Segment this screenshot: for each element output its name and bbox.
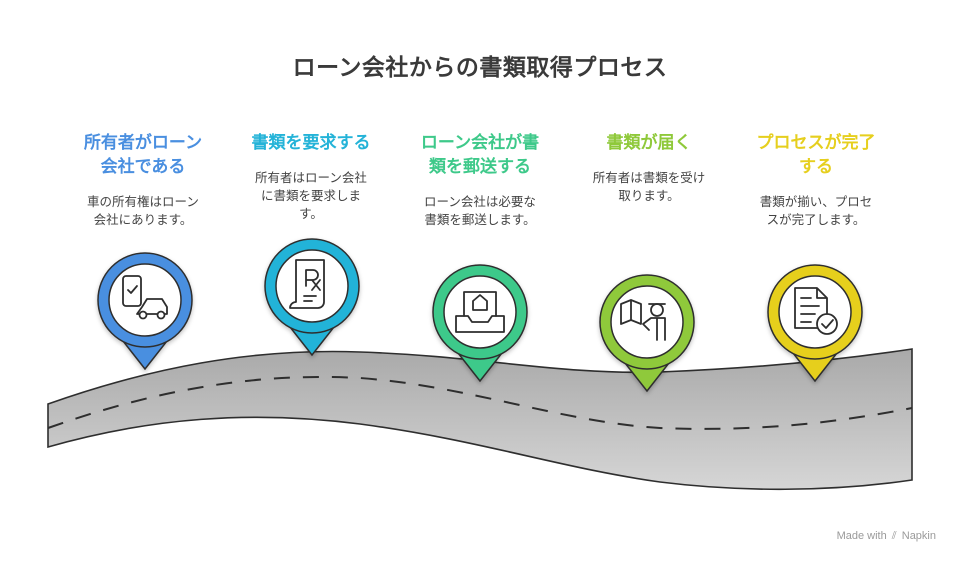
step-description: 所有者は書類を受け 取ります。	[592, 170, 706, 203]
step-description: ローン会社は必要な 書類を郵送します。	[424, 194, 536, 227]
location-pin-1	[97, 252, 193, 371]
napkin-logo-icon: ⫽	[891, 530, 897, 542]
step-title: プロセスが完了 する	[756, 133, 876, 177]
brand-label: Napkin	[901, 530, 936, 542]
location-pin-4	[599, 274, 695, 393]
road-center-line	[47, 375, 913, 430]
step-title: 書類が届く	[606, 133, 692, 153]
made-with-label: Made with	[836, 530, 887, 542]
step-2: 書類を要求する 所有者はローン会社 に書類を要求しま す。	[236, 131, 386, 223]
prescription-document-icon	[289, 259, 325, 309]
step-4: 書類が届く 所有者は書類を受け 取ります。	[574, 131, 724, 205]
footer-credit[interactable]: Made with ⫽ Napkin	[837, 530, 936, 543]
step-description: 所有者はローン会社 に書類を要求しま す。	[255, 170, 367, 221]
step-title: 書類を要求する	[251, 133, 371, 153]
step-title: 所有者がローン 会社である	[83, 133, 203, 177]
phone-car-icon	[122, 275, 168, 320]
step-3: ローン会社が書 類を郵送する ローン会社は必要な 書類を郵送します。	[405, 131, 555, 229]
step-description: 書類が揃い、プロセ スが完了します。	[759, 194, 873, 227]
location-pin-3	[432, 264, 528, 383]
mail-tray-icon	[455, 291, 505, 333]
location-pin-5	[767, 264, 863, 383]
mail-carrier-icon	[620, 299, 666, 341]
step-5: プロセスが完了 する 書類が揃い、プロセ スが完了します。	[741, 131, 891, 229]
step-description: 車の所有権はローン 会社にあります。	[87, 194, 199, 227]
step-1: 所有者がローン 会社である 車の所有権はローン 会社にあります。	[68, 131, 218, 229]
document-check-icon	[794, 287, 838, 335]
location-pin-2	[264, 238, 360, 357]
road	[47, 348, 913, 491]
step-title: ローン会社が書 類を郵送する	[420, 133, 540, 177]
page-title: ローン会社からの書類取得プロセス	[292, 55, 668, 81]
